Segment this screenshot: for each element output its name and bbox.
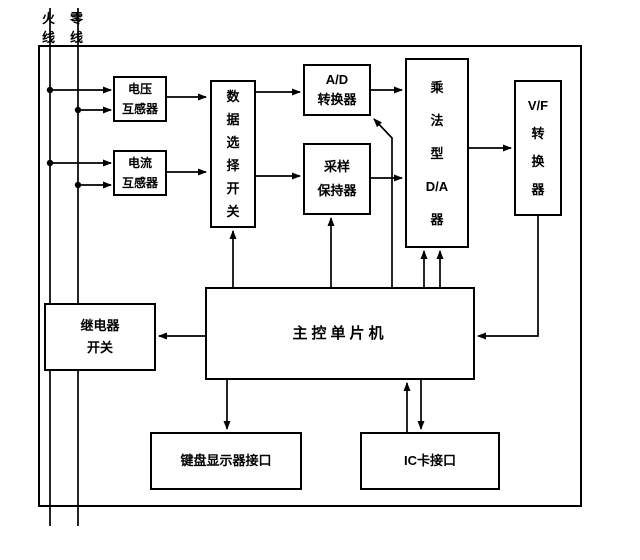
block-mcu: 主控单片机 [205, 287, 475, 380]
vf-converter-label: V/F 转 换 器 [527, 98, 549, 197]
relay-switch-label: 继电器 开关 [80, 318, 120, 355]
block-ad-converter: A/D 转换器 [303, 64, 371, 116]
data-selector-label: 数 据 选 择 开 关 [226, 89, 240, 219]
block-current-transformer: 电流 互感器 [113, 150, 167, 196]
live-wire-label: 火线 [41, 11, 58, 45]
block-vf-converter: V/F 转 换 器 [514, 80, 562, 216]
block-data-selector: 数 据 选 择 开 关 [210, 80, 256, 228]
edge-mcu-to-ad-converter [373, 118, 393, 287]
current-transformer-label: 电流 互感器 [121, 156, 158, 190]
keyboard-display-label: 键盘显示器接口 [180, 453, 272, 468]
junction-dots [46, 86, 82, 189]
voltage-transformer-label: 电压 互感器 [121, 82, 158, 116]
diagram-outer-border [38, 45, 582, 507]
block-sample-hold: 采样 保持器 [303, 143, 371, 215]
ad-converter-label: A/D 转换器 [317, 72, 357, 107]
neutral-wire-label: 零线 [69, 11, 86, 45]
mcu-label: 主控单片机 [292, 324, 388, 342]
block-multiplying-da: 乘 法 型 D/A 器 [405, 58, 469, 248]
block-voltage-transformer: 电压 互感器 [113, 76, 167, 122]
sample-hold-label: 采样 保持器 [317, 159, 357, 198]
multiplying-da-label: 乘 法 型 D/A 器 [425, 79, 449, 227]
block-ic-card: IC卡接口 [360, 432, 500, 490]
block-relay-switch: 继电器 开关 [44, 303, 156, 371]
block-keyboard-display: 键盘显示器接口 [150, 432, 302, 490]
ic-card-label: IC卡接口 [403, 453, 456, 468]
edge-vf-converter-to-mcu [477, 216, 539, 340]
